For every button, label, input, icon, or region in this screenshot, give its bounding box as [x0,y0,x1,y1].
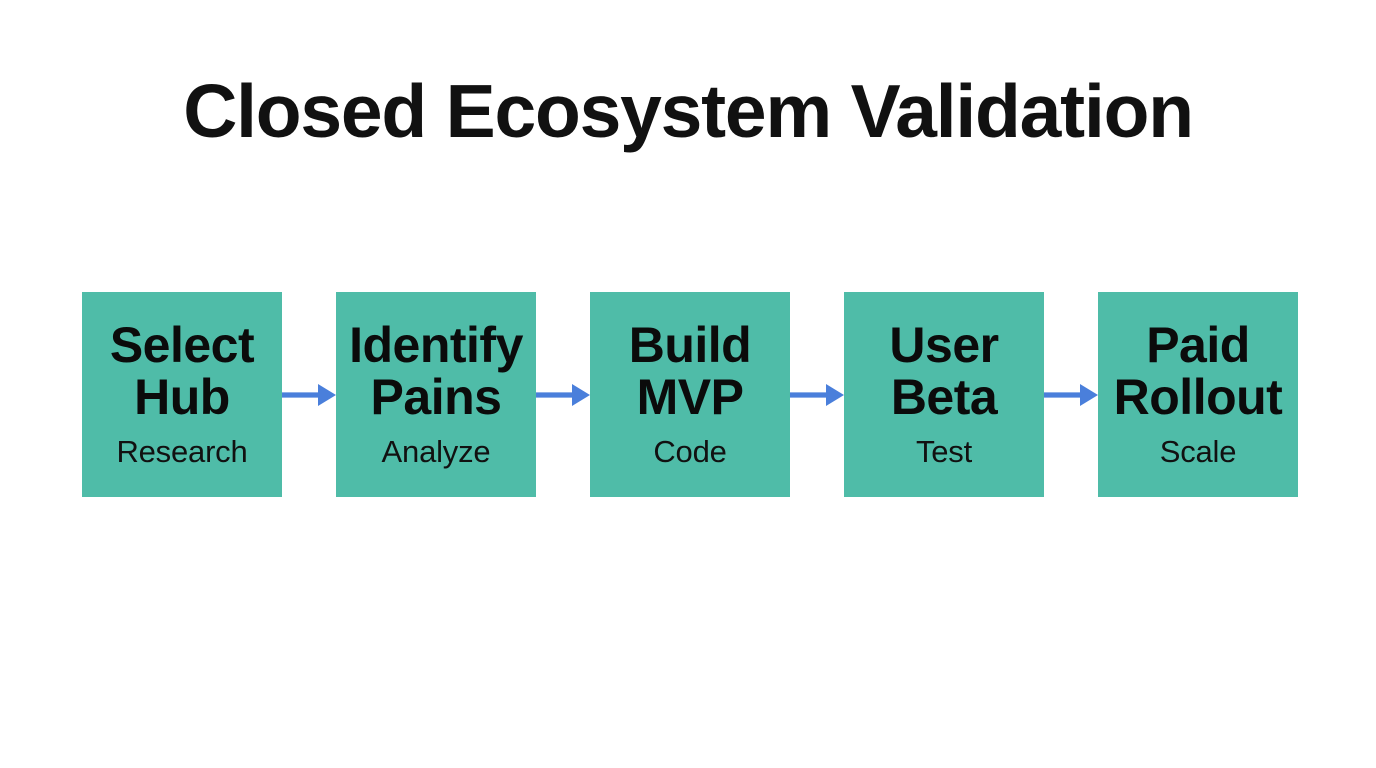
flow-connector-4 [1044,292,1098,497]
flow-step-subtitle: Research [116,434,248,470]
arrow-right-icon [282,382,336,408]
flow-connector-2 [536,292,590,497]
flow-step-1[interactable]: Select Hub Research [82,292,282,497]
flow-step-subtitle: Test [915,434,973,470]
flow-step-title: Select Hub [109,317,255,426]
flow-step-subtitle: Analyze [381,434,491,470]
page-title: Closed Ecosystem Validation [183,69,1194,153]
flow-step-3[interactable]: Build MVP Code [590,292,790,497]
flow-connector-1 [282,292,336,497]
flow-step-title: User Beta [889,317,999,426]
flow-step-title: Paid Rollout [1113,317,1283,426]
flow-step-4[interactable]: User Beta Test [844,292,1044,497]
flow-connector-3 [790,292,844,497]
flow-step-2[interactable]: Identify Pains Analyze [336,292,536,497]
flow-step-subtitle: Scale [1159,434,1237,470]
arrow-right-icon [790,382,844,408]
process-flow-diagram: Select Hub Research Identify Pains Analy… [82,292,1298,497]
arrow-right-icon [536,382,590,408]
flow-step-5[interactable]: Paid Rollout Scale [1098,292,1298,497]
flow-step-title: Build MVP [628,317,752,426]
arrow-right-icon [1044,382,1098,408]
flow-step-subtitle: Code [653,434,727,470]
flow-step-title: Identify Pains [349,317,523,426]
